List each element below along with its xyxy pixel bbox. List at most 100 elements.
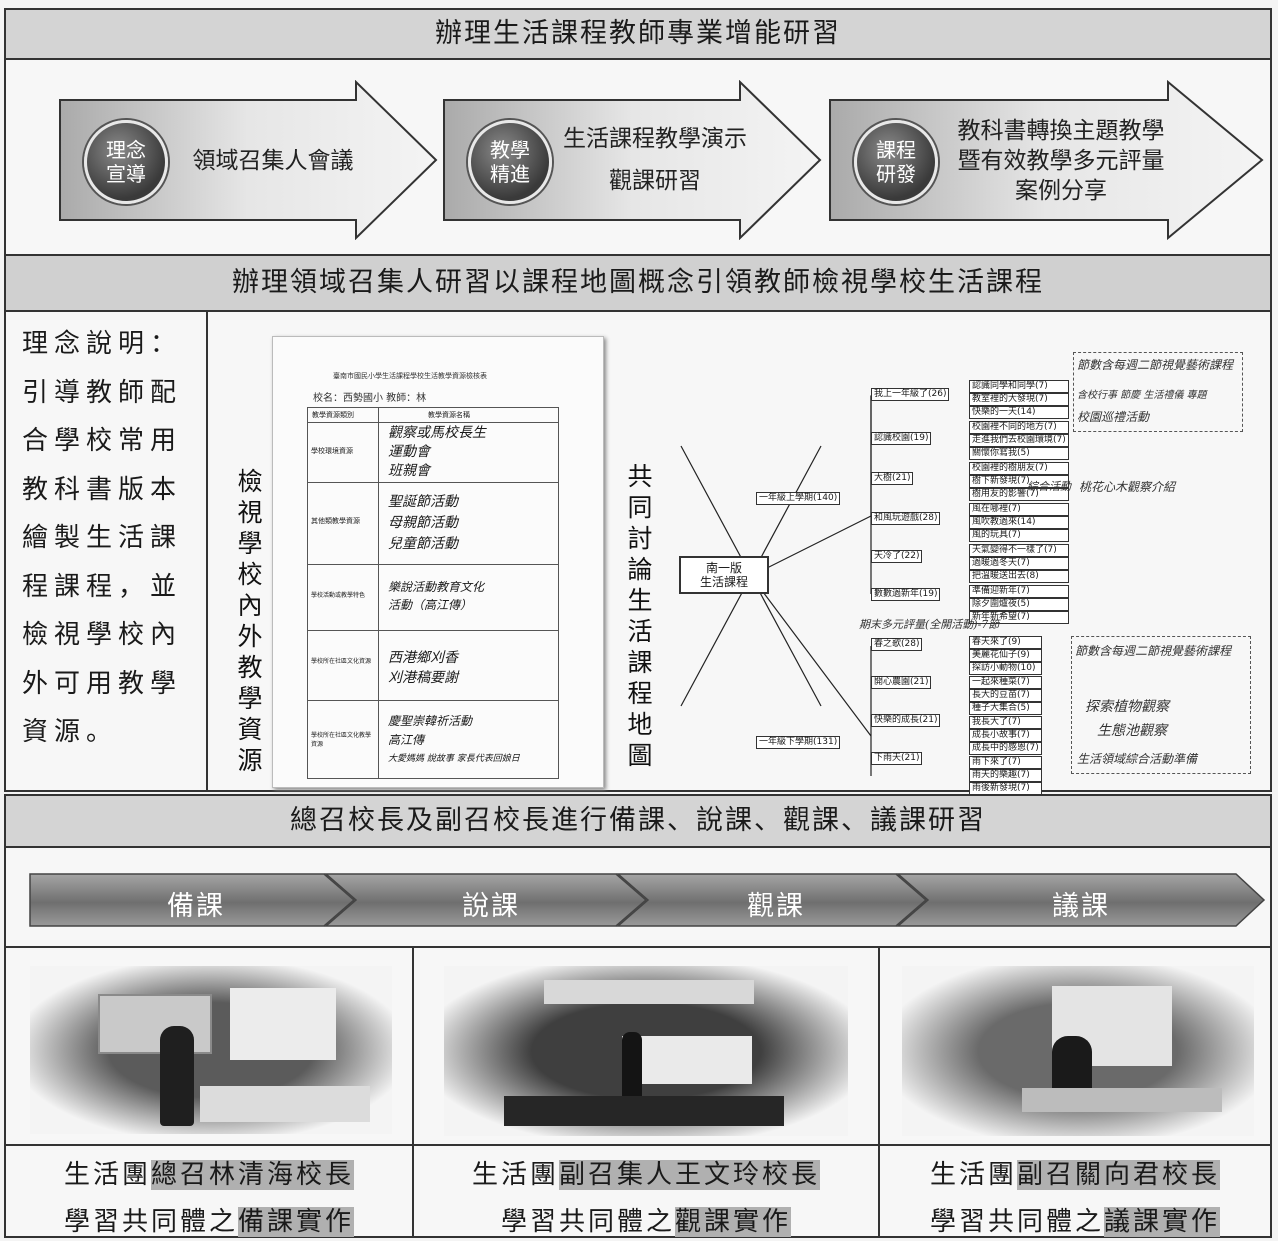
leaf-node: 雨下來了(7) [969, 756, 1042, 769]
speaker-figure [160, 1026, 194, 1126]
step-text: 教科書轉換主題教學 暨有效教學多元評量 案例分享 [936, 116, 1186, 206]
grid-divider [412, 948, 414, 1238]
badge-teaching: 教學 精進 [468, 120, 552, 204]
handwritten-entry: 觀察或馬校長生 [388, 425, 486, 441]
concept-line: 檢視學校內 [22, 620, 183, 650]
leaf-node: 校園裡的樹朋友(7) [969, 462, 1069, 475]
mindmap-grade1-sem1: 一年級上學期(140) [756, 492, 841, 505]
badge-text: 課程 研發 [876, 138, 916, 186]
vertical-label-resources: 檢視學校內外教學資源 [237, 467, 263, 775]
leaf-node: 關懷你寫我(5) [969, 447, 1069, 460]
mindmap-grade1-sem2: 一年級下學期(131) [756, 736, 841, 749]
doc-row: 學校所在社區文化資源 西港鄉刈香 刈港稿要謝 [308, 630, 558, 701]
doc-row: 學校環境資源 觀察或馬校長生 運動會 班親會 [308, 422, 558, 483]
doc-row: 學校活動或教學特色 樂說活動教育文化 活動（高江傳） [308, 564, 558, 631]
caption-prefix: 生活團 [471, 1160, 559, 1190]
leaf-node: 風在哪裡(7) [969, 503, 1069, 516]
caption-prefix: 生活團 [929, 1160, 1017, 1190]
photo-prepare-session [30, 966, 392, 1134]
unit-node: 下雨天(21) [871, 752, 923, 765]
leaf-column-b: 春天來了(9) 美麗花仙子(9) 探訪小動物(10) 一起來種菜(7) 長大的豆… [969, 636, 1042, 795]
caption-highlight: 副召集人王文玲校長 [559, 1160, 821, 1190]
handwritten-entry: 大愛媽媽 說故事 家長代表回娘日 [388, 754, 520, 764]
handwritten-note: 綜合活動 [1027, 480, 1071, 493]
handwritten-entry: 母親節活動 [388, 515, 458, 531]
page: 辦理生活課程教師專業增能研習 理念 宣導 領域召集人會議 [4, 8, 1272, 1238]
step-text-1: 領域召集人會議 [192, 148, 354, 174]
podium-banner [200, 1086, 370, 1122]
col-right: 教學資源名稱 [428, 411, 470, 419]
doc-table-header: 教學資源類別 教學資源名稱 [308, 408, 558, 423]
caption-prefix: 生活團 [63, 1160, 151, 1190]
handwritten-entry: 慶聖崇韓祈活動 [388, 714, 473, 728]
handwritten-note: 含校行事 節慶 生活禮儀 專題 [1077, 390, 1207, 401]
note-box-lower [1071, 636, 1251, 774]
arrow-shape [59, 80, 438, 240]
leaf-node: 美麗花仙子(9) [969, 649, 1042, 662]
concept-column: 理念說明： 引導教師配 合學校常用 教科書版本 繪製生活課 程課程，並 檢視學校… [6, 312, 208, 792]
leaf-node: 種子大集合(5) [969, 702, 1042, 715]
handwritten-entry: 班親會 [388, 463, 430, 479]
leaf-node: 春天來了(9) [969, 636, 1042, 649]
concept-line: 引導教師配 [22, 377, 183, 408]
section-title-text: 辦理生活課程教師專業增能研習 [435, 18, 841, 49]
unit-node: 我上一年級了(26) [871, 388, 950, 401]
row-entries: 西港鄉刈香 刈港稿要謝 [388, 648, 458, 688]
speaker-figure [622, 1032, 642, 1098]
curriculum-mindmap: 南一版 生活課程 一年級上學期(140) 一年級下學期(131) 我上一年級了(… [661, 336, 1261, 795]
row-label: 其他類教學資源 [311, 517, 360, 525]
leaf-node: 成長小故事(7) [969, 729, 1042, 742]
leaf-node: 教室裡的大發現(7) [969, 393, 1069, 406]
row-entries: 聖誕節活動 母親節活動 兒童節活動 [388, 492, 458, 555]
caption-highlight: 副召關向君校長 [1017, 1160, 1221, 1190]
section-lesson-study: 總召校長及副召校長進行備課、說課、觀課、議課研習 備課 說課 觀課 議課 [4, 794, 1272, 1238]
handwritten-note: 節數含每週二節視覺藝術課程 [1075, 644, 1232, 658]
stage-band: 備課 說課 觀課 議課 [6, 848, 1270, 948]
handwritten-note: 桃花心木觀察介紹 [1079, 480, 1176, 494]
step-text: 領域召集人會議 [178, 146, 368, 176]
concept-line: 教科書版本 [22, 474, 183, 505]
handwritten-note: 探索植物觀察 [1085, 699, 1169, 715]
step-arrow-3: 課程 研發 教科書轉換主題教學 暨有效教學多元評量 案例分享 [828, 80, 1264, 240]
doc-row: 其他類教學資源 聖誕節活動 母親節活動 兒童節活動 [308, 482, 558, 565]
handwritten-entry: 聖誕節活動 [388, 494, 458, 510]
whiteboard [98, 994, 212, 1054]
leaf-node: 走進我們去校園環境(7) [969, 434, 1069, 447]
concept-line: 外可用教學 [22, 668, 183, 699]
leaf-node: 天氣變得不一樣了(7) [969, 544, 1069, 557]
concept-line: 合學校常用 [22, 426, 183, 456]
doc-school-line: 校名：西勢國小 教師：林 [313, 393, 427, 404]
stage-label: 議課 [1052, 891, 1110, 922]
handwritten-entry: 西港鄉刈香 [388, 650, 458, 666]
section-title: 辦理生活課程教師專業增能研習 [6, 10, 1270, 60]
leaf-node: 快樂的一天(14) [969, 406, 1069, 419]
projection-screen [230, 988, 336, 1060]
grid-divider [878, 948, 880, 1238]
doc-col-divider [378, 408, 379, 778]
leaf-node: 校園裡不同的地方(7) [969, 421, 1069, 434]
concept-line: 理念說明： [22, 329, 183, 359]
caption-line-1: 生活團副召集人王文玲校長 [414, 1154, 878, 1191]
section-title-text: 辦理領域召集人研習以課程地圖概念引領教師檢視學校生活課程 [232, 267, 1044, 298]
leaf-node: 風的玩具(7) [969, 529, 1069, 542]
leaf-node: 把溫暖送出去(8) [969, 570, 1069, 583]
row-entries: 慶聖崇韓祈活動 高江傳 大愛媽媽 說故事 家長代表回娘日 [388, 712, 520, 769]
caption-highlight: 總召林清海校長 [151, 1160, 355, 1190]
hall-window [544, 980, 754, 1004]
handwritten-note: 生態池觀察 [1097, 723, 1167, 739]
stage-label: 觀課 [747, 891, 805, 922]
leaf-column-a: 認識同學和同學(7) 教室裡的大發現(7) 快樂的一天(14) 校園裡不同的地方… [969, 380, 1069, 624]
unit-node: 大樹(21) [871, 472, 914, 485]
leaf-node: 準備迎新年(7) [969, 585, 1069, 598]
caption-prepare: 生活團總召林清海校長 學習共同體之備課實作 [6, 1154, 412, 1238]
arrow-shape [829, 80, 1264, 240]
step-text-line-1: 生活課程教學演示 [563, 126, 747, 152]
col-left: 教學資源類別 [312, 411, 354, 419]
leaf-node: 一起來種菜(7) [969, 676, 1042, 689]
caption-discuss: 生活團副召關向君校長 學習共同體之議課實作 [880, 1154, 1270, 1238]
caption-line-2: 學習共同體之議課實作 [880, 1201, 1270, 1238]
caption-prefix: 學習共同體之 [929, 1207, 1104, 1237]
unit-node: 和風玩遊戲(28) [871, 512, 941, 525]
leaf-node: 新年新希望(7) [969, 611, 1069, 624]
unit-node: 開心農園(21) [871, 676, 932, 689]
